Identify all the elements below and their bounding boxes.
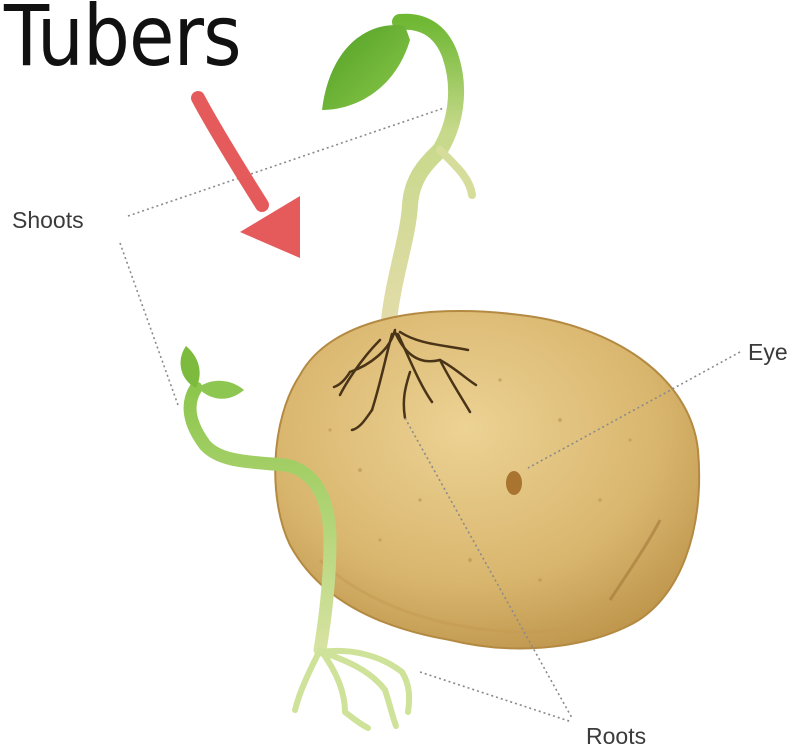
- label-eye: Eye: [748, 341, 788, 364]
- potato-eye: [506, 471, 522, 495]
- roots-leader-bottom: [420, 672, 572, 722]
- shoots-leader-top: [128, 108, 444, 216]
- bottom-roots: [295, 650, 409, 728]
- leaf: [322, 25, 410, 110]
- pointer-arrow: [198, 98, 300, 258]
- shoots-leader-bottom: [120, 243, 178, 405]
- potato: [275, 311, 699, 648]
- label-shoots: Shoots: [12, 209, 84, 232]
- label-roots: Roots: [586, 725, 646, 748]
- main-shoot: [322, 22, 472, 330]
- small-leaf-2: [198, 381, 244, 399]
- diagram-title: Tubers: [4, 0, 241, 78]
- small-leaf-1: [181, 346, 200, 388]
